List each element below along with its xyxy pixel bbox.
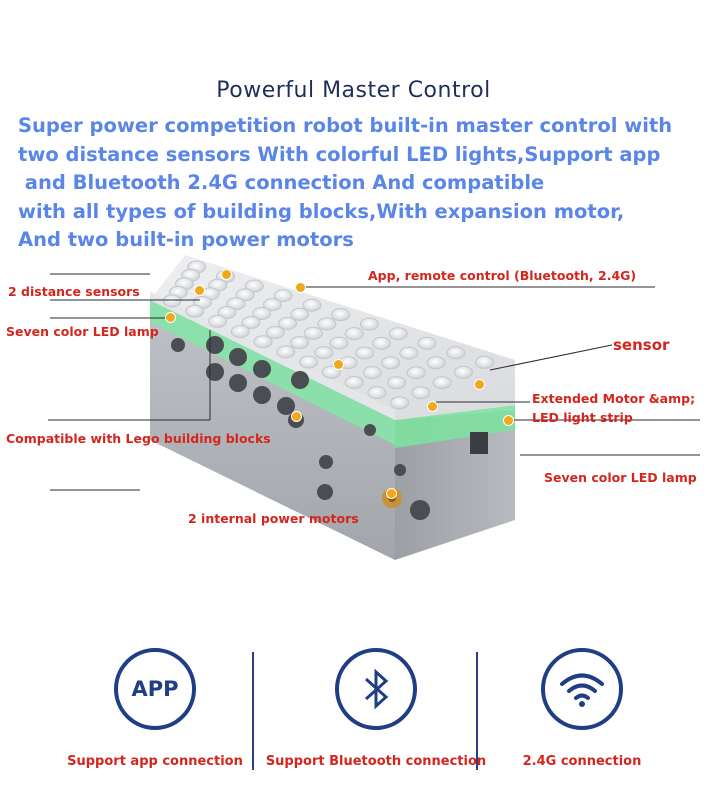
stud	[367, 386, 387, 400]
callout-distance-sensors: 2 distance sensors	[8, 284, 140, 299]
stud	[453, 365, 473, 379]
callout-app-remote: App, remote control (Bluetooth, 2.4G)	[368, 268, 637, 283]
stud	[475, 355, 495, 369]
marker-dot	[428, 402, 437, 411]
stud	[355, 346, 375, 360]
stud	[208, 314, 228, 328]
app-icon-text: APP	[131, 677, 179, 701]
stud	[331, 308, 351, 322]
stud	[406, 366, 426, 380]
stud	[252, 307, 272, 320]
marker-dot	[387, 489, 396, 498]
marker-dot	[296, 283, 305, 292]
marker-dot	[195, 286, 204, 295]
stud	[217, 306, 237, 319]
feature-label: 2.4G connection	[522, 754, 642, 769]
stud	[317, 317, 337, 331]
stud	[417, 336, 437, 350]
marker-dot	[475, 380, 484, 389]
stud	[290, 307, 310, 321]
callout-led-lamp-left: Seven color LED lamp	[6, 324, 159, 339]
stud	[244, 279, 264, 293]
bluetooth-icon	[335, 648, 417, 730]
marker-dot	[222, 270, 231, 279]
stud	[162, 294, 182, 308]
stud	[265, 326, 285, 339]
stud	[253, 335, 273, 349]
stud	[387, 376, 407, 390]
stud	[230, 325, 250, 338]
feature-label: Support app connection	[67, 754, 243, 769]
stud	[372, 336, 391, 350]
stud	[411, 386, 431, 400]
description-line: two distance sensors With colorful LED l…	[18, 142, 661, 166]
divider	[252, 652, 254, 770]
stud	[390, 396, 410, 410]
stud	[359, 317, 379, 331]
stud	[290, 336, 310, 350]
app-icon: APP	[114, 648, 196, 730]
stud	[362, 366, 382, 380]
stud	[241, 316, 261, 329]
callout-lego-compatible: Compatible with Lego building blocks	[6, 431, 271, 446]
stud	[446, 346, 466, 360]
stud	[235, 288, 255, 302]
marker-dot	[292, 412, 301, 421]
callout-sensor: sensor	[613, 336, 670, 354]
stud	[262, 298, 282, 312]
stud	[329, 336, 349, 350]
stud	[226, 297, 246, 311]
stud	[278, 316, 297, 330]
stud	[276, 345, 296, 359]
bluetooth-glyph	[364, 668, 389, 710]
callout-led-lamp-right: Seven color LED lamp	[544, 470, 697, 485]
callout-power-motors: 2 internal power motors	[188, 511, 359, 526]
stud	[302, 298, 322, 312]
feature-bluetooth: Support Bluetooth connection	[261, 648, 491, 769]
callout-extended-motor: Extended Motor &amp;	[532, 391, 696, 406]
callout-led-strip: LED light strip	[532, 410, 633, 425]
stud	[273, 289, 293, 303]
stud	[303, 326, 323, 340]
marker-dot	[166, 313, 175, 322]
stud	[344, 375, 364, 389]
description-line: with all types of building blocks,With e…	[18, 199, 625, 223]
description: Super power competition robot built-in m…	[18, 112, 698, 255]
marker-dot	[504, 416, 513, 425]
stud	[432, 376, 452, 390]
stud	[399, 346, 419, 360]
stud	[381, 356, 401, 370]
page-title: Powerful Master Control	[216, 78, 491, 103]
stud	[321, 365, 341, 379]
description-line: and Bluetooth 2.4G connection And compat…	[18, 171, 545, 194]
stud	[314, 346, 334, 360]
feature-label: Support Bluetooth connection	[265, 754, 487, 769]
description-line: And two built-in power motors	[18, 228, 354, 251]
wifi-glyph	[560, 673, 604, 707]
stud	[299, 355, 319, 369]
marker-dot	[334, 360, 343, 369]
stud	[426, 356, 446, 370]
wifi-icon	[541, 648, 623, 730]
stud	[185, 304, 205, 318]
feature-app: APP Support app connection	[40, 648, 270, 769]
feature-wifi: 2.4G connection	[467, 648, 697, 769]
stud	[388, 327, 408, 341]
description-line: Super power competition robot built-in m…	[18, 114, 673, 137]
divider	[476, 652, 478, 770]
stud	[344, 327, 364, 341]
